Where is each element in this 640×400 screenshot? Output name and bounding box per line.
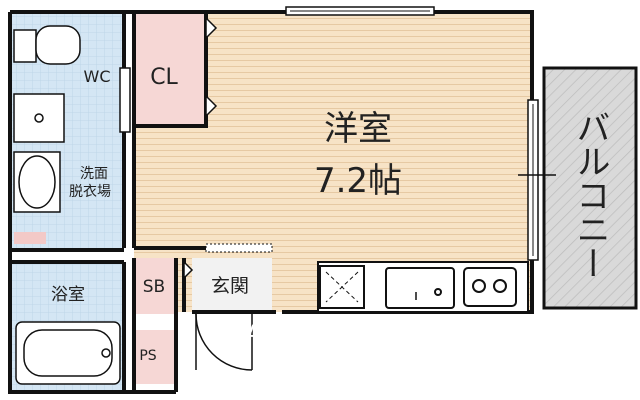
pipe-space-area xyxy=(136,330,176,384)
washroom-label-line1: 洗面 xyxy=(80,166,108,182)
western-room-size: 7.2帖 xyxy=(314,161,402,201)
shoe-box-door xyxy=(183,260,194,280)
toilet-fixture xyxy=(13,25,81,65)
washing-area xyxy=(13,151,61,213)
toilet-label: WC xyxy=(84,67,111,86)
watermark-brand: Apamanshop xyxy=(246,322,396,347)
pipe-space-label: PS xyxy=(139,348,156,364)
washroom-label-line2: 脱衣場 xyxy=(69,184,111,200)
shoe-box-label: SB xyxy=(143,277,165,297)
bathtub-fixture xyxy=(15,321,121,385)
hall-divider xyxy=(205,243,273,253)
side-window xyxy=(119,67,131,133)
washbasin-fixture xyxy=(13,93,65,143)
shoe-box-area xyxy=(136,258,176,314)
bathroom-label: 浴室 xyxy=(51,285,85,305)
balcony-label: バルコニー xyxy=(570,110,610,280)
house-logo-icon xyxy=(226,328,242,342)
closet-label: CL xyxy=(150,65,178,90)
storage-block xyxy=(14,232,46,244)
entrance-door xyxy=(195,313,253,371)
kitchen-counter xyxy=(317,261,529,313)
balcony-area xyxy=(542,66,638,310)
entrance-label: 玄関 xyxy=(211,275,249,297)
closet-doors xyxy=(205,16,218,118)
closet-area xyxy=(136,14,206,126)
entrance-floor xyxy=(192,258,272,314)
western-room-label: 洋室 xyxy=(324,109,392,149)
